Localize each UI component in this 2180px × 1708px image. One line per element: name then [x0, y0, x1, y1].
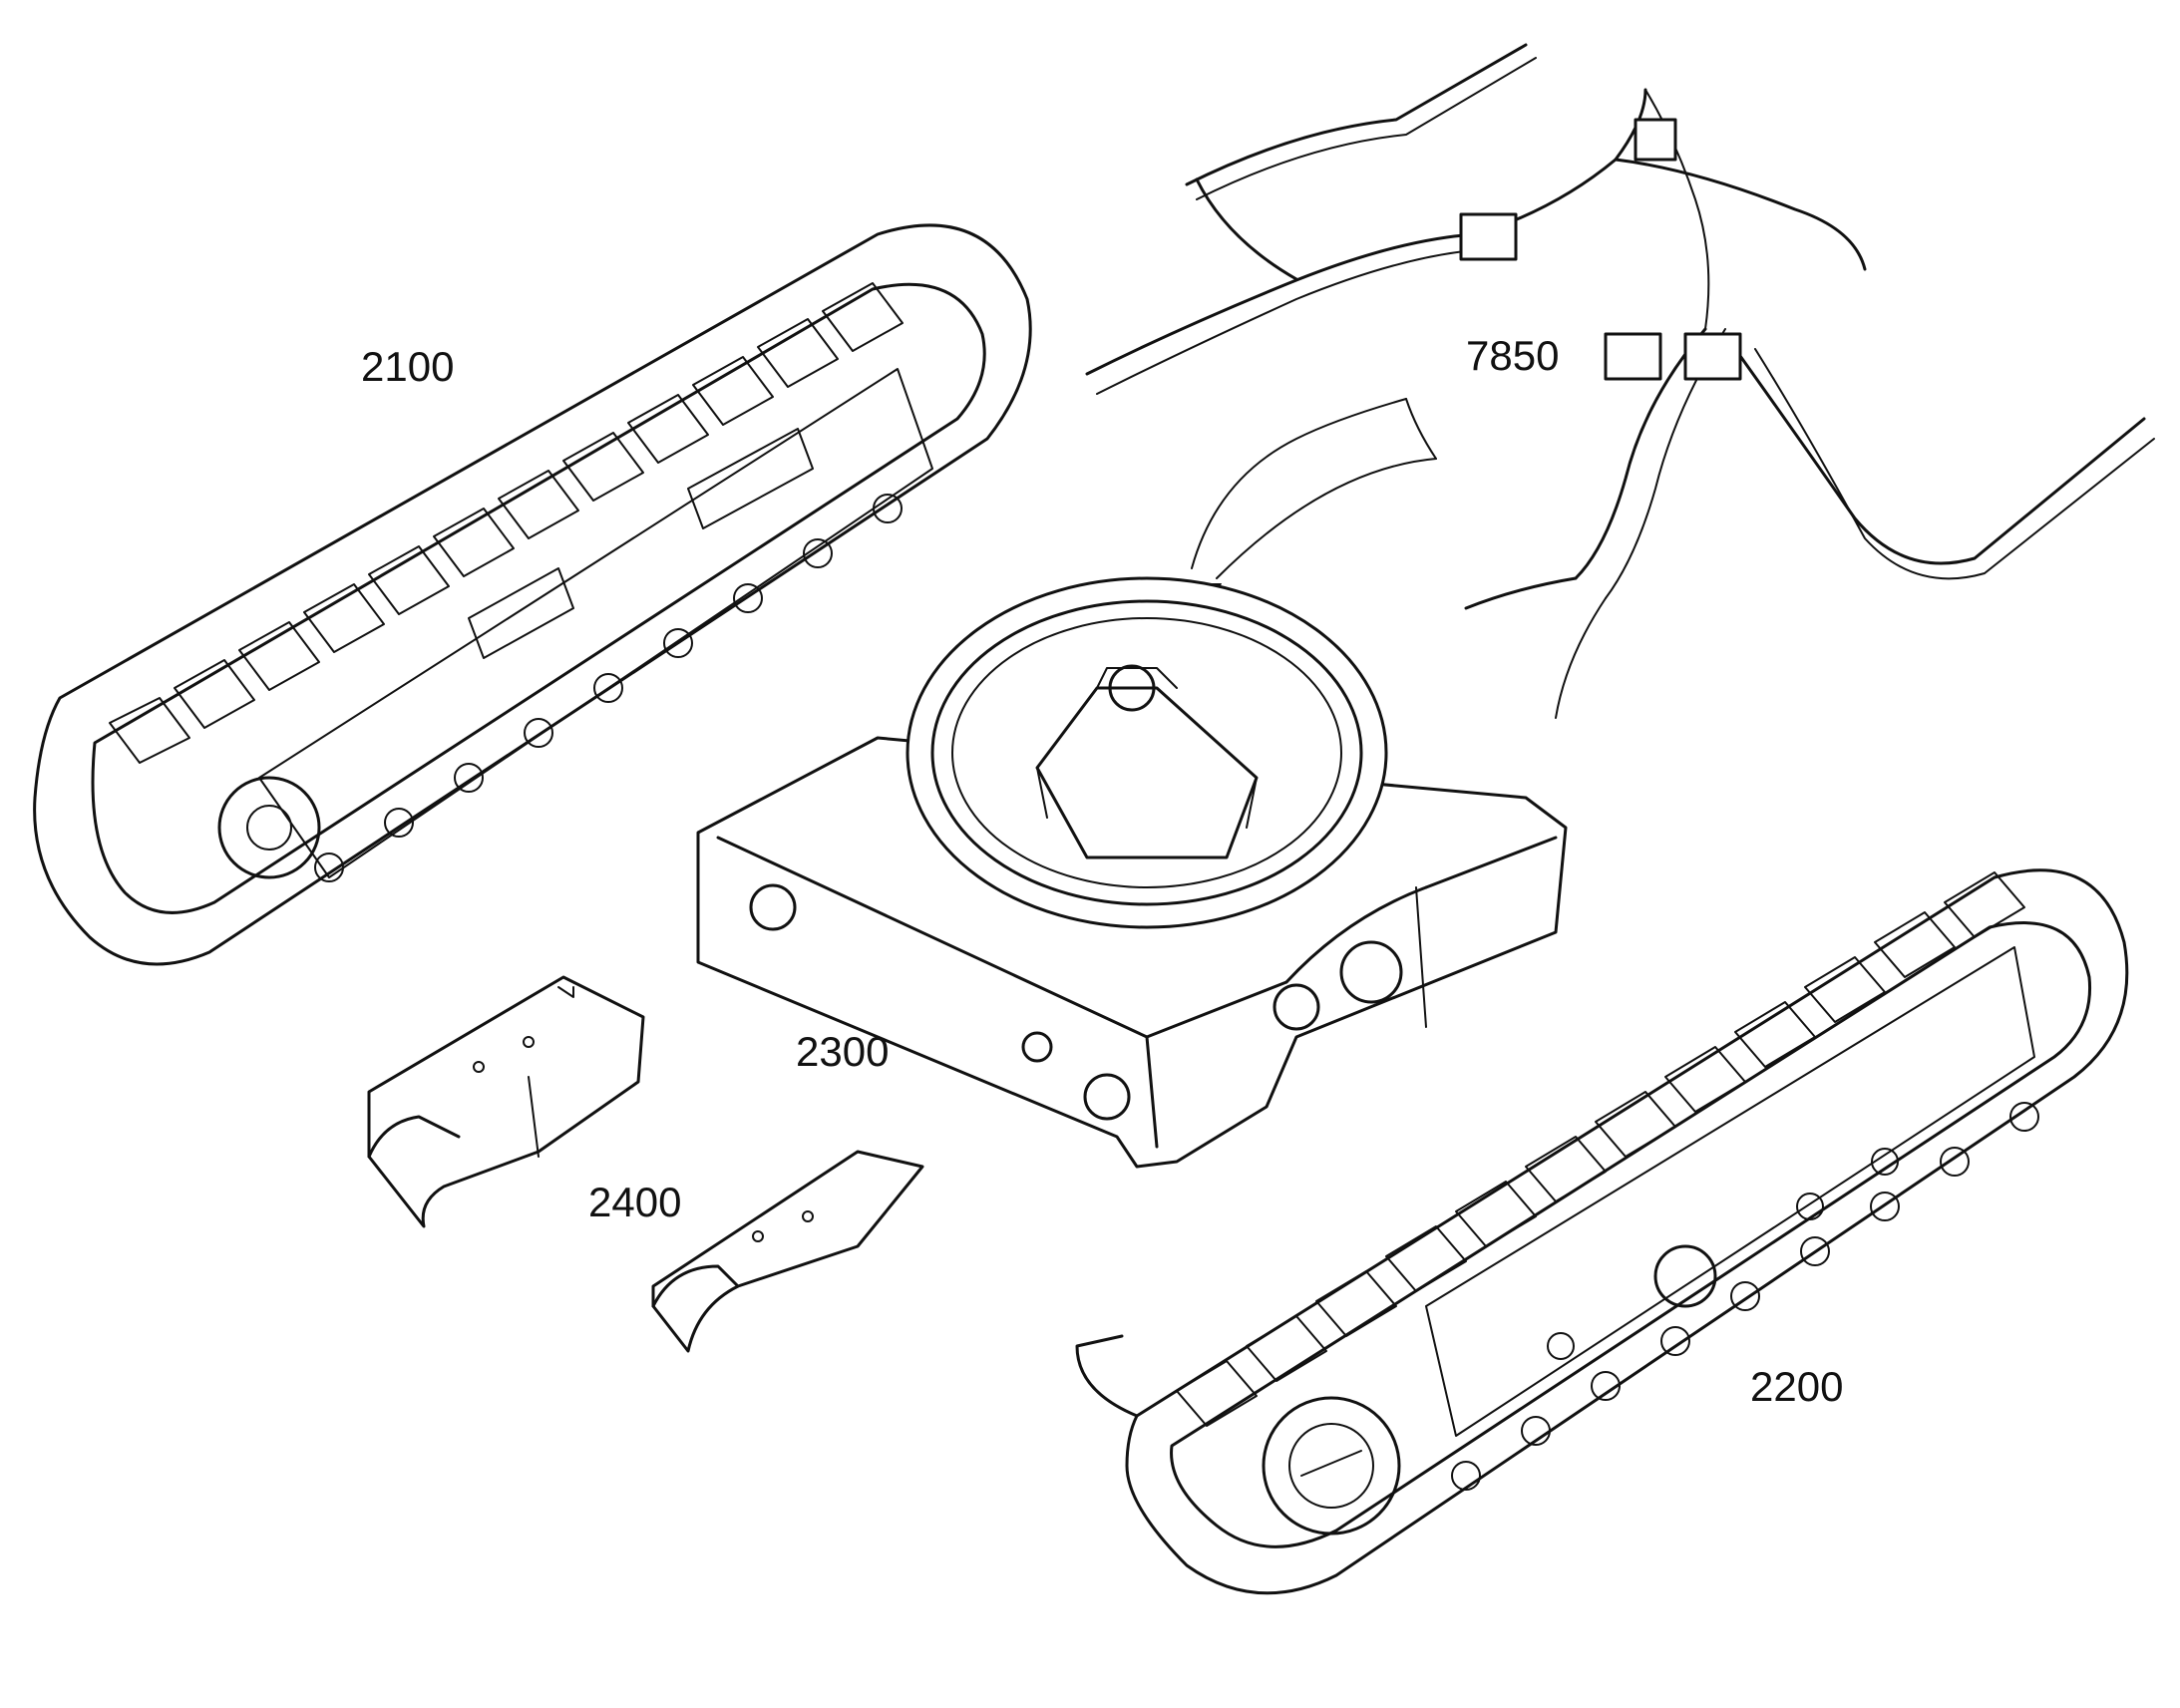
center-frame-2300: [696, 576, 1568, 1169]
callout-7850: 7850: [1466, 332, 1560, 379]
port-icon: [1272, 983, 1320, 1031]
final-drive-icon: [1262, 1396, 1401, 1536]
port-icon: [1083, 1073, 1131, 1121]
track-assembly-2100: [33, 223, 1032, 966]
hose-harness-7850: [1085, 43, 2155, 719]
callout-2400: 2400: [588, 1179, 682, 1225]
tensioner-cover-icon: [1653, 1244, 1717, 1308]
port-icon: [749, 883, 797, 931]
track-shoes-top: [109, 282, 904, 764]
cover-plates-2400: [367, 975, 924, 1353]
valve-block-icon: [1604, 332, 1662, 381]
valve-block-icon: [1634, 118, 1677, 162]
callout-2100: 2100: [361, 343, 455, 390]
track-assembly-2200: [1075, 868, 2129, 1595]
valve-block-icon: [1459, 212, 1518, 261]
slewing-ring-icon: [906, 576, 1388, 929]
callout-2200: 2200: [1750, 1363, 1844, 1410]
drive-sprocket-icon: [217, 776, 321, 879]
port-icon: [1339, 940, 1403, 1004]
valve-block-icon: [1683, 332, 1742, 381]
track-rollers-bottom: [314, 494, 903, 882]
port-icon: [1021, 1031, 1053, 1063]
callout-2300: 2300: [796, 1028, 890, 1075]
track-rollers-bottom: [1451, 1102, 2039, 1491]
track-shoes-top: [1176, 871, 2025, 1427]
